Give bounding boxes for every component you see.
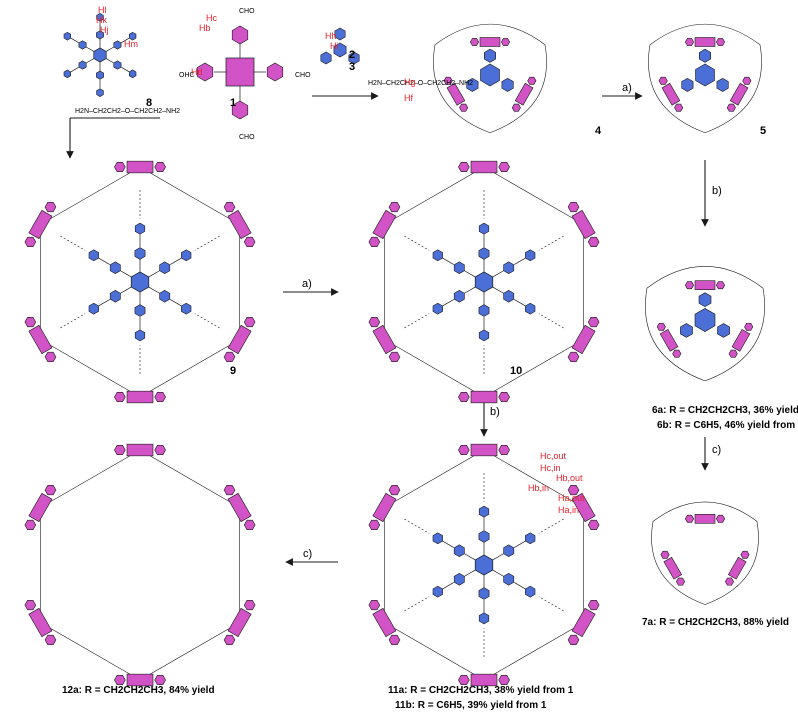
proton-haout: Ha,out xyxy=(558,493,585,503)
structure-compound-9 xyxy=(24,160,256,404)
compound-label-8: 8 xyxy=(146,97,153,109)
proton-hbout: Hb,out xyxy=(556,473,583,483)
proton-hg: Hg xyxy=(404,77,416,87)
proton-hf: Hf xyxy=(404,93,413,103)
structure-compound-4 xyxy=(433,23,547,134)
structure-compound-10 xyxy=(368,160,600,404)
caption-11b: 11b: R = C6H5, 39% yield from 1 xyxy=(395,700,547,711)
caption-7a: 7a: R = CH2CH2CH3, 88% yield xyxy=(642,617,790,628)
compound-label-5: 5 xyxy=(760,125,767,137)
proton-hain: Ha,in xyxy=(558,505,580,515)
cho-label-bottom: CHO xyxy=(239,134,255,141)
step-label-b-1: b) xyxy=(712,185,722,197)
step-label-a-2: a) xyxy=(302,278,312,290)
step-label-c-2: c) xyxy=(303,548,313,560)
cho-label-right: CHO xyxy=(295,72,311,79)
structure-compound-6 xyxy=(645,266,765,382)
structure-compound-1 xyxy=(196,25,284,120)
diamine-reagent: H2N–CH2CH2–O–CH2CH2–NH2 xyxy=(75,108,181,115)
proton-hb: Hb xyxy=(199,23,211,33)
caption-12a: 12a: R = CH2CH2CH3, 84% yield xyxy=(62,685,215,696)
proton-hm: Hm xyxy=(124,39,138,49)
proton-hl: Hl xyxy=(98,5,107,15)
diamine-reagent-3: H2N–CH2CH2–O–CH2CH2–NH2 xyxy=(368,80,474,87)
proton-hh: Hh xyxy=(325,31,337,41)
ohc-label: OHC xyxy=(179,72,195,79)
structure-compound-7 xyxy=(651,501,759,605)
compound-label-1: 1 xyxy=(230,97,237,109)
compound-label-10: 10 xyxy=(510,365,523,377)
structure-compound-12 xyxy=(24,443,256,687)
proton-hc: Hc xyxy=(206,13,217,23)
caption-6b: 6b: R = C6H5, 46% yield from 1 xyxy=(657,420,798,431)
compound-label-3: 3 xyxy=(349,61,356,73)
proton-hcin: Hc,in xyxy=(540,463,561,473)
structure-compound-11 xyxy=(368,443,600,687)
step-label-c-1: c) xyxy=(712,444,722,456)
cho-label-top: CHO xyxy=(239,8,255,15)
step-label-b-2: b) xyxy=(490,406,500,418)
structure-compound-5 xyxy=(648,23,762,134)
proton-hd: Hd xyxy=(191,67,203,77)
compound-label-9: 9 xyxy=(230,365,237,377)
structure-compound-8 xyxy=(63,13,137,97)
reaction-arrows xyxy=(66,92,709,566)
compound-label-2: 2 xyxy=(349,49,356,61)
step-label-a-1: a) xyxy=(622,82,632,94)
proton-hbin: Hb,in xyxy=(528,483,550,493)
structure-compound-2 xyxy=(320,27,360,65)
proton-hj: Hj xyxy=(100,25,109,35)
proton-hi: Hi xyxy=(330,41,339,51)
proton-hcout: Hc,out xyxy=(540,451,567,461)
compound-label-4: 4 xyxy=(595,125,602,137)
caption-11a: 11a: R = CH2CH2CH3, 38% yield from 1 xyxy=(388,685,574,696)
caption-6a: 6a: R = CH2CH2CH3, 36% yield from 1 xyxy=(652,405,798,416)
proton-hk: Hk xyxy=(96,15,107,25)
